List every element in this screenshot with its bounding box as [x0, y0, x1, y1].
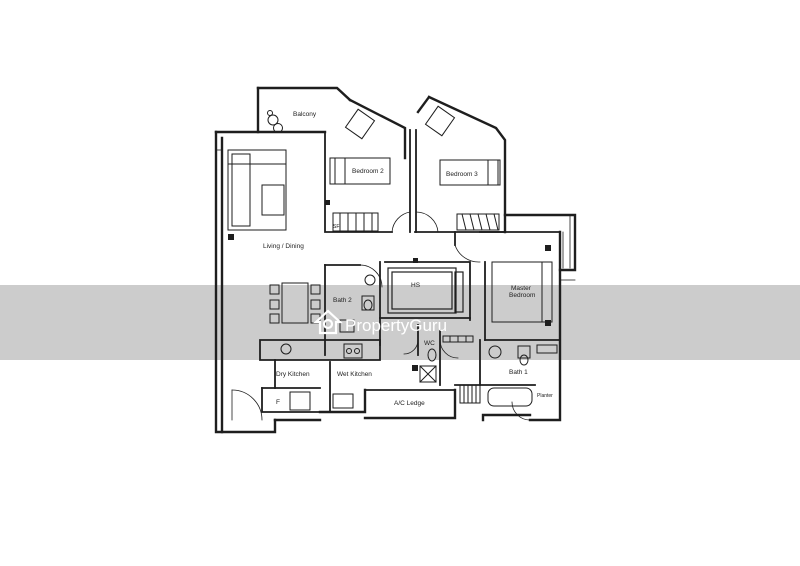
outer-walls — [214, 86, 577, 434]
label-wet-kitchen: Wet Kitchen — [337, 371, 372, 378]
propertyguru-logo-icon — [313, 309, 343, 335]
wc-fixtures — [419, 348, 437, 383]
label-bath-1: Bath 1 — [509, 369, 528, 376]
bedroom-3-furniture — [424, 105, 501, 231]
label-bedroom-2: Bedroom 2 — [352, 168, 384, 175]
bath-2-fixtures — [339, 274, 376, 333]
label-living-dining: Living / Dining — [263, 243, 304, 250]
label-master-line2: Bedroom — [509, 292, 535, 299]
bedroom-2-furniture — [329, 108, 391, 232]
label-bath-2: Bath 2 — [333, 297, 352, 304]
label-household-shelter: HS — [411, 282, 421, 289]
windows — [215, 149, 576, 281]
label-dry-kitchen: Dry Kitchen — [276, 371, 310, 378]
label-wc: WC — [424, 340, 435, 347]
dining-set — [269, 282, 321, 324]
label-master-line1: Master — [511, 285, 532, 292]
balcony-chairs — [267, 110, 283, 133]
label-balcony: Balcony — [293, 111, 317, 118]
watermark-brand: PropertyGuru — [345, 316, 447, 335]
label-planter: Planter — [537, 393, 553, 399]
column-markers — [228, 200, 551, 371]
label-sf: SF — [333, 224, 339, 230]
bath-1-fixtures — [487, 345, 533, 407]
door-swings — [231, 211, 531, 421]
sofa-set — [227, 149, 287, 231]
wardrobes — [442, 335, 481, 404]
kitchen-fixtures — [280, 343, 363, 411]
watermark-band — [0, 285, 800, 360]
label-bedroom-3: Bedroom 3 — [446, 171, 478, 178]
household-shelter — [387, 267, 464, 314]
label-fridge: F — [276, 399, 280, 406]
label-ac-ledge: A/C Ledge — [394, 400, 425, 407]
